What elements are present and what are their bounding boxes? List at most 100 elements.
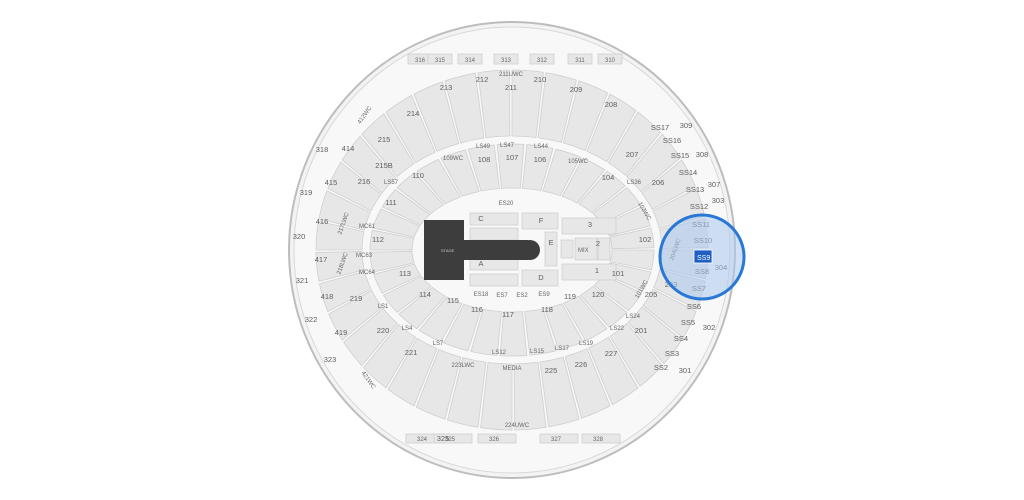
section-r200-32[interactable] [626,133,681,193]
section-r200-10[interactable] [447,357,487,428]
section-r200-14[interactable] [343,307,398,367]
section-310[interactable] [597,53,623,65]
section-r200-8[interactable] [513,361,547,431]
section-label-224uwc: 224UWC [505,423,530,429]
section-label-es20: ES20 [499,201,514,207]
section-r200-3[interactable] [627,306,683,365]
section-r100-13[interactable] [373,263,422,294]
section-r200-28[interactable] [537,72,577,143]
section-r100-24[interactable] [542,148,581,197]
section-r200-5[interactable] [588,336,639,406]
section-label-es2: ES2 [516,293,528,299]
section-r200-27[interactable] [511,69,544,138]
section-label-325: 325 [445,437,456,443]
section-r100-4[interactable] [563,295,608,342]
section-r200-6[interactable] [564,348,611,419]
section-r200-24[interactable] [413,81,460,152]
section-r200-11[interactable] [415,348,462,420]
section-328[interactable] [581,433,621,444]
section-r200-22[interactable] [361,113,415,178]
section-r100-22[interactable] [496,143,525,189]
section-r200-33[interactable] [641,159,696,211]
section-label-c: C [478,214,484,223]
section-r100-19[interactable] [416,158,461,205]
section-label-ls47: LS47 [500,143,515,149]
section-label-226: 226 [575,360,588,369]
section-r100-5[interactable] [544,303,584,351]
section-label-media: MEDIA [502,366,521,372]
floor-section-e[interactable] [544,231,558,267]
floor-section-d[interactable] [521,269,559,287]
section-r200-29[interactable] [562,80,609,152]
section-r200-30[interactable] [586,93,637,163]
section-r200-21[interactable] [341,135,397,194]
section-r100-16[interactable] [372,208,421,238]
floor-section-c1[interactable] [469,212,519,226]
floor-section-c2[interactable] [469,227,519,241]
selected-section-ss9[interactable] [693,249,713,264]
section-326[interactable] [477,433,517,444]
section-r200-4[interactable] [609,322,663,387]
section-r100-14[interactable] [369,250,415,273]
section-r200-19[interactable] [318,190,371,231]
section-label-106: 106 [534,155,547,164]
section-r200-25[interactable] [444,72,485,144]
section-r200-9[interactable] [480,362,513,431]
section-r100-25[interactable] [561,157,606,204]
floor-section-2b[interactable] [597,237,611,261]
section-label-ls57: LS57 [384,180,399,186]
section-label-ss12: SS12 [690,202,708,211]
floor-section-3[interactable] [561,217,617,235]
section-r100-7[interactable] [499,311,528,357]
section-r200-2[interactable] [642,288,697,339]
section-r100-18[interactable] [396,172,445,215]
section-r200-23[interactable] [385,94,436,164]
section-r100-10[interactable] [418,296,463,343]
section-r100-20[interactable] [440,149,480,197]
section-label-216: 216 [358,177,371,186]
section-r200-20[interactable] [327,161,382,212]
section-r100-21[interactable] [467,144,500,192]
section-313[interactable] [493,53,519,65]
section-r200-18[interactable] [315,220,365,251]
section-r100-15[interactable] [369,229,415,251]
section-label-417: 417 [315,255,328,264]
section-r100-8[interactable] [470,308,502,356]
section-311[interactable] [567,53,593,65]
floor-section-2a[interactable] [560,239,574,259]
section-r200-15[interactable] [328,289,383,341]
section-312[interactable] [529,53,555,65]
section-r100-17[interactable] [381,188,431,226]
section-r100-0[interactable] [609,249,655,271]
section-r100-9[interactable] [443,303,482,352]
section-r100-3[interactable] [579,285,628,328]
section-label-ls22: LS22 [610,326,625,332]
section-r200-13[interactable] [363,323,417,389]
section-327[interactable] [539,433,579,444]
section-r200-31[interactable] [607,111,661,177]
floor-section-a2[interactable] [469,273,519,287]
floor-section-1[interactable] [561,263,617,281]
section-label-316: 316 [415,58,426,64]
section-label-221: 221 [405,348,418,357]
section-r100-26[interactable] [578,170,626,214]
section-r100-12[interactable] [382,275,432,313]
section-label-211: 211 [505,83,517,92]
section-325[interactable] [433,433,473,444]
section-314[interactable] [457,53,483,65]
section-label-d: D [538,273,544,282]
section-r100-11[interactable] [398,286,446,330]
upper-level-300-top [405,53,623,444]
section-r200-12[interactable] [387,337,438,407]
section-label-107: 107 [506,153,519,162]
floor-section-f[interactable] [521,212,559,230]
section-r200-16[interactable] [319,270,372,313]
section-315[interactable] [427,53,453,65]
section-r200-26[interactable] [477,69,511,139]
section-label-ss14: SS14 [679,168,697,177]
section-r200-7[interactable] [539,356,580,428]
section-r200-17[interactable] [315,251,365,282]
section-label-111: 111 [385,198,396,207]
section-r100-6[interactable] [524,308,557,356]
section-r100-23[interactable] [522,144,554,192]
